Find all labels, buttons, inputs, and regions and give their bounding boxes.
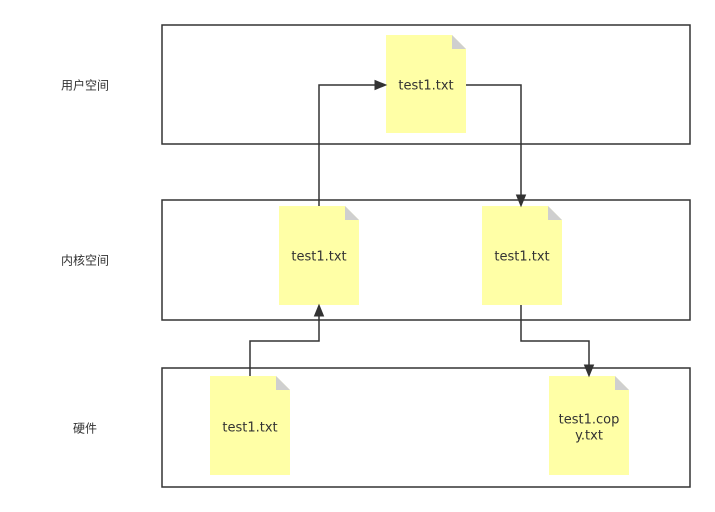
note-fold-corner (452, 35, 466, 49)
note-text-line-2: y.txt (575, 429, 603, 444)
note-text: test1.txt (398, 79, 453, 94)
layer-label-user-space: 用户空间 (61, 78, 109, 93)
layer-label-kernel-space: 内核空间 (61, 254, 109, 268)
note-fold-corner (345, 206, 359, 220)
arrow-line (249, 314, 320, 376)
note-body (386, 35, 466, 133)
arrow-line (318, 84, 377, 206)
arrow-hardware-to-kernel (249, 303, 325, 376)
arrow-head (583, 364, 595, 378)
note-kernel-file-out: test1.txt (482, 206, 562, 305)
hardware-box (161, 367, 691, 488)
arrow-kernel-to-user (318, 79, 388, 206)
note-kernel-file-in: test1.txt (279, 206, 359, 305)
note-body (210, 376, 290, 475)
kernel-space-box (161, 199, 691, 321)
arrow-head (313, 303, 325, 317)
note-body (279, 206, 359, 305)
arrow-kernel-to-hardware (520, 305, 595, 378)
note-body (482, 206, 562, 305)
note-hardware-copy: test1.cop y.txt (549, 376, 629, 475)
note-user-file: test1.txt (386, 35, 466, 133)
user-space-box (161, 24, 691, 145)
note-text-line-1: test1.cop (559, 413, 620, 428)
arrow-user-to-kernel (466, 84, 527, 208)
arrow-line (466, 84, 522, 197)
note-fold-corner (615, 376, 629, 390)
note-text: test1.txt (291, 250, 346, 265)
note-fold-corner (548, 206, 562, 220)
arrow-head (515, 194, 527, 208)
layer-label-hardware: 硬件 (73, 422, 97, 436)
note-text: test1.txt (222, 421, 277, 436)
arrow-head (374, 79, 388, 91)
note-text: test1.txt (494, 250, 549, 265)
note-hardware-source: test1.txt (210, 376, 290, 475)
arrow-line (520, 305, 590, 367)
note-body (549, 376, 629, 475)
note-fold-corner (276, 376, 290, 390)
